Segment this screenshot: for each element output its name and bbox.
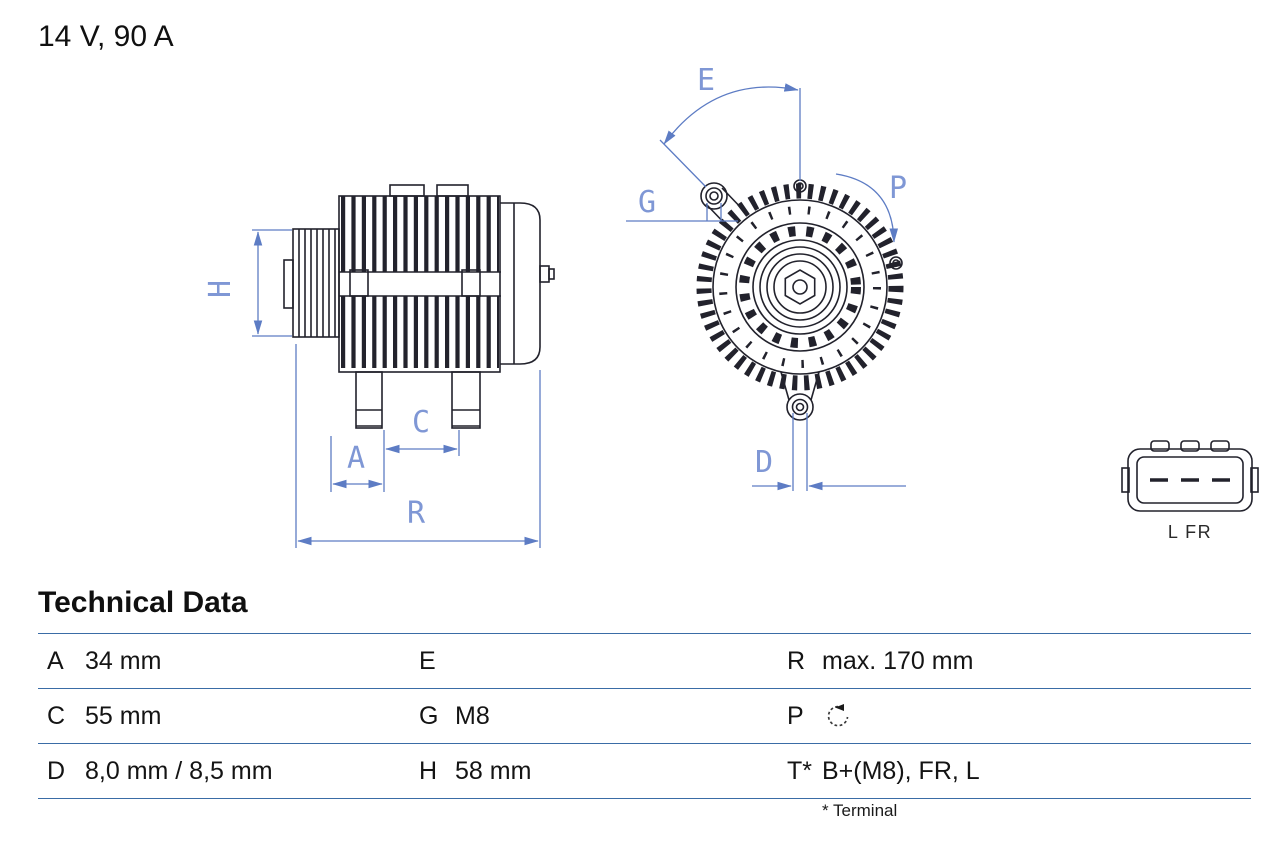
dim-value-D: 8,0 mm / 8,5 mm — [85, 756, 273, 785]
dim-key-H: H — [419, 756, 438, 785]
dimension-label-H: H — [203, 280, 238, 298]
dimension-D: D — [752, 413, 906, 491]
dim-key-P: P — [787, 701, 804, 730]
dimension-label-G: G — [638, 185, 656, 220]
rotation-direction-icon — [827, 703, 849, 726]
table-row: C 55 mm G M8 P — [38, 689, 1251, 744]
dim-key-R: R — [787, 646, 806, 675]
dimension-label-R: R — [407, 496, 426, 531]
dimension-label-D: D — [755, 445, 773, 480]
table-row: A 34 mm E R max. 170 mm — [38, 634, 1251, 689]
dim-key-E: E — [419, 646, 436, 675]
page-title: 14 V, 90 A — [38, 20, 174, 53]
dim-value-P — [822, 703, 1251, 730]
dim-value-G: M8 — [455, 701, 490, 730]
dim-key-G: G — [419, 701, 439, 730]
technical-data-table: A 34 mm E R max. 170 mm C 55 mm G M8 P D… — [38, 633, 1251, 799]
connector-terminal-label: L FR — [1168, 522, 1212, 542]
dimension-P: P — [835, 171, 907, 243]
alternator-side-view — [283, 184, 555, 429]
dim-value-C: 55 mm — [85, 701, 162, 730]
technical-data-title: Technical Data — [38, 586, 248, 619]
dimension-C: C — [385, 405, 460, 456]
dim-key-D: D — [47, 756, 66, 785]
dimension-H: H — [203, 229, 292, 337]
dim-value-A: 34 mm — [85, 646, 162, 675]
dim-key-A: A — [47, 646, 64, 675]
connector-drawing: L FR — [1121, 440, 1259, 542]
dimension-A: A — [330, 430, 385, 492]
dimension-R: R — [295, 344, 541, 548]
table-row: D 8,0 mm / 8,5 mm H 58 mm T* B+(M8), FR,… — [38, 744, 1251, 799]
dim-value-R: max. 170 mm — [822, 646, 974, 675]
dimension-label-A: A — [347, 441, 365, 476]
dim-key-C: C — [47, 701, 66, 730]
dim-key-T: T* — [787, 756, 812, 785]
dimension-E: E — [659, 63, 801, 188]
dimension-label-P: P — [889, 171, 907, 206]
technical-drawing: H A C R — [203, 63, 1259, 548]
dim-value-H: 58 mm — [455, 756, 532, 785]
terminal-footnote: * Terminal — [822, 801, 898, 820]
dimension-label-C: C — [412, 405, 430, 440]
dimension-label-E: E — [697, 63, 715, 98]
dimension-G: G — [626, 185, 738, 222]
alternator-front-view — [696, 179, 904, 421]
dim-value-T: B+(M8), FR, L — [822, 756, 980, 785]
